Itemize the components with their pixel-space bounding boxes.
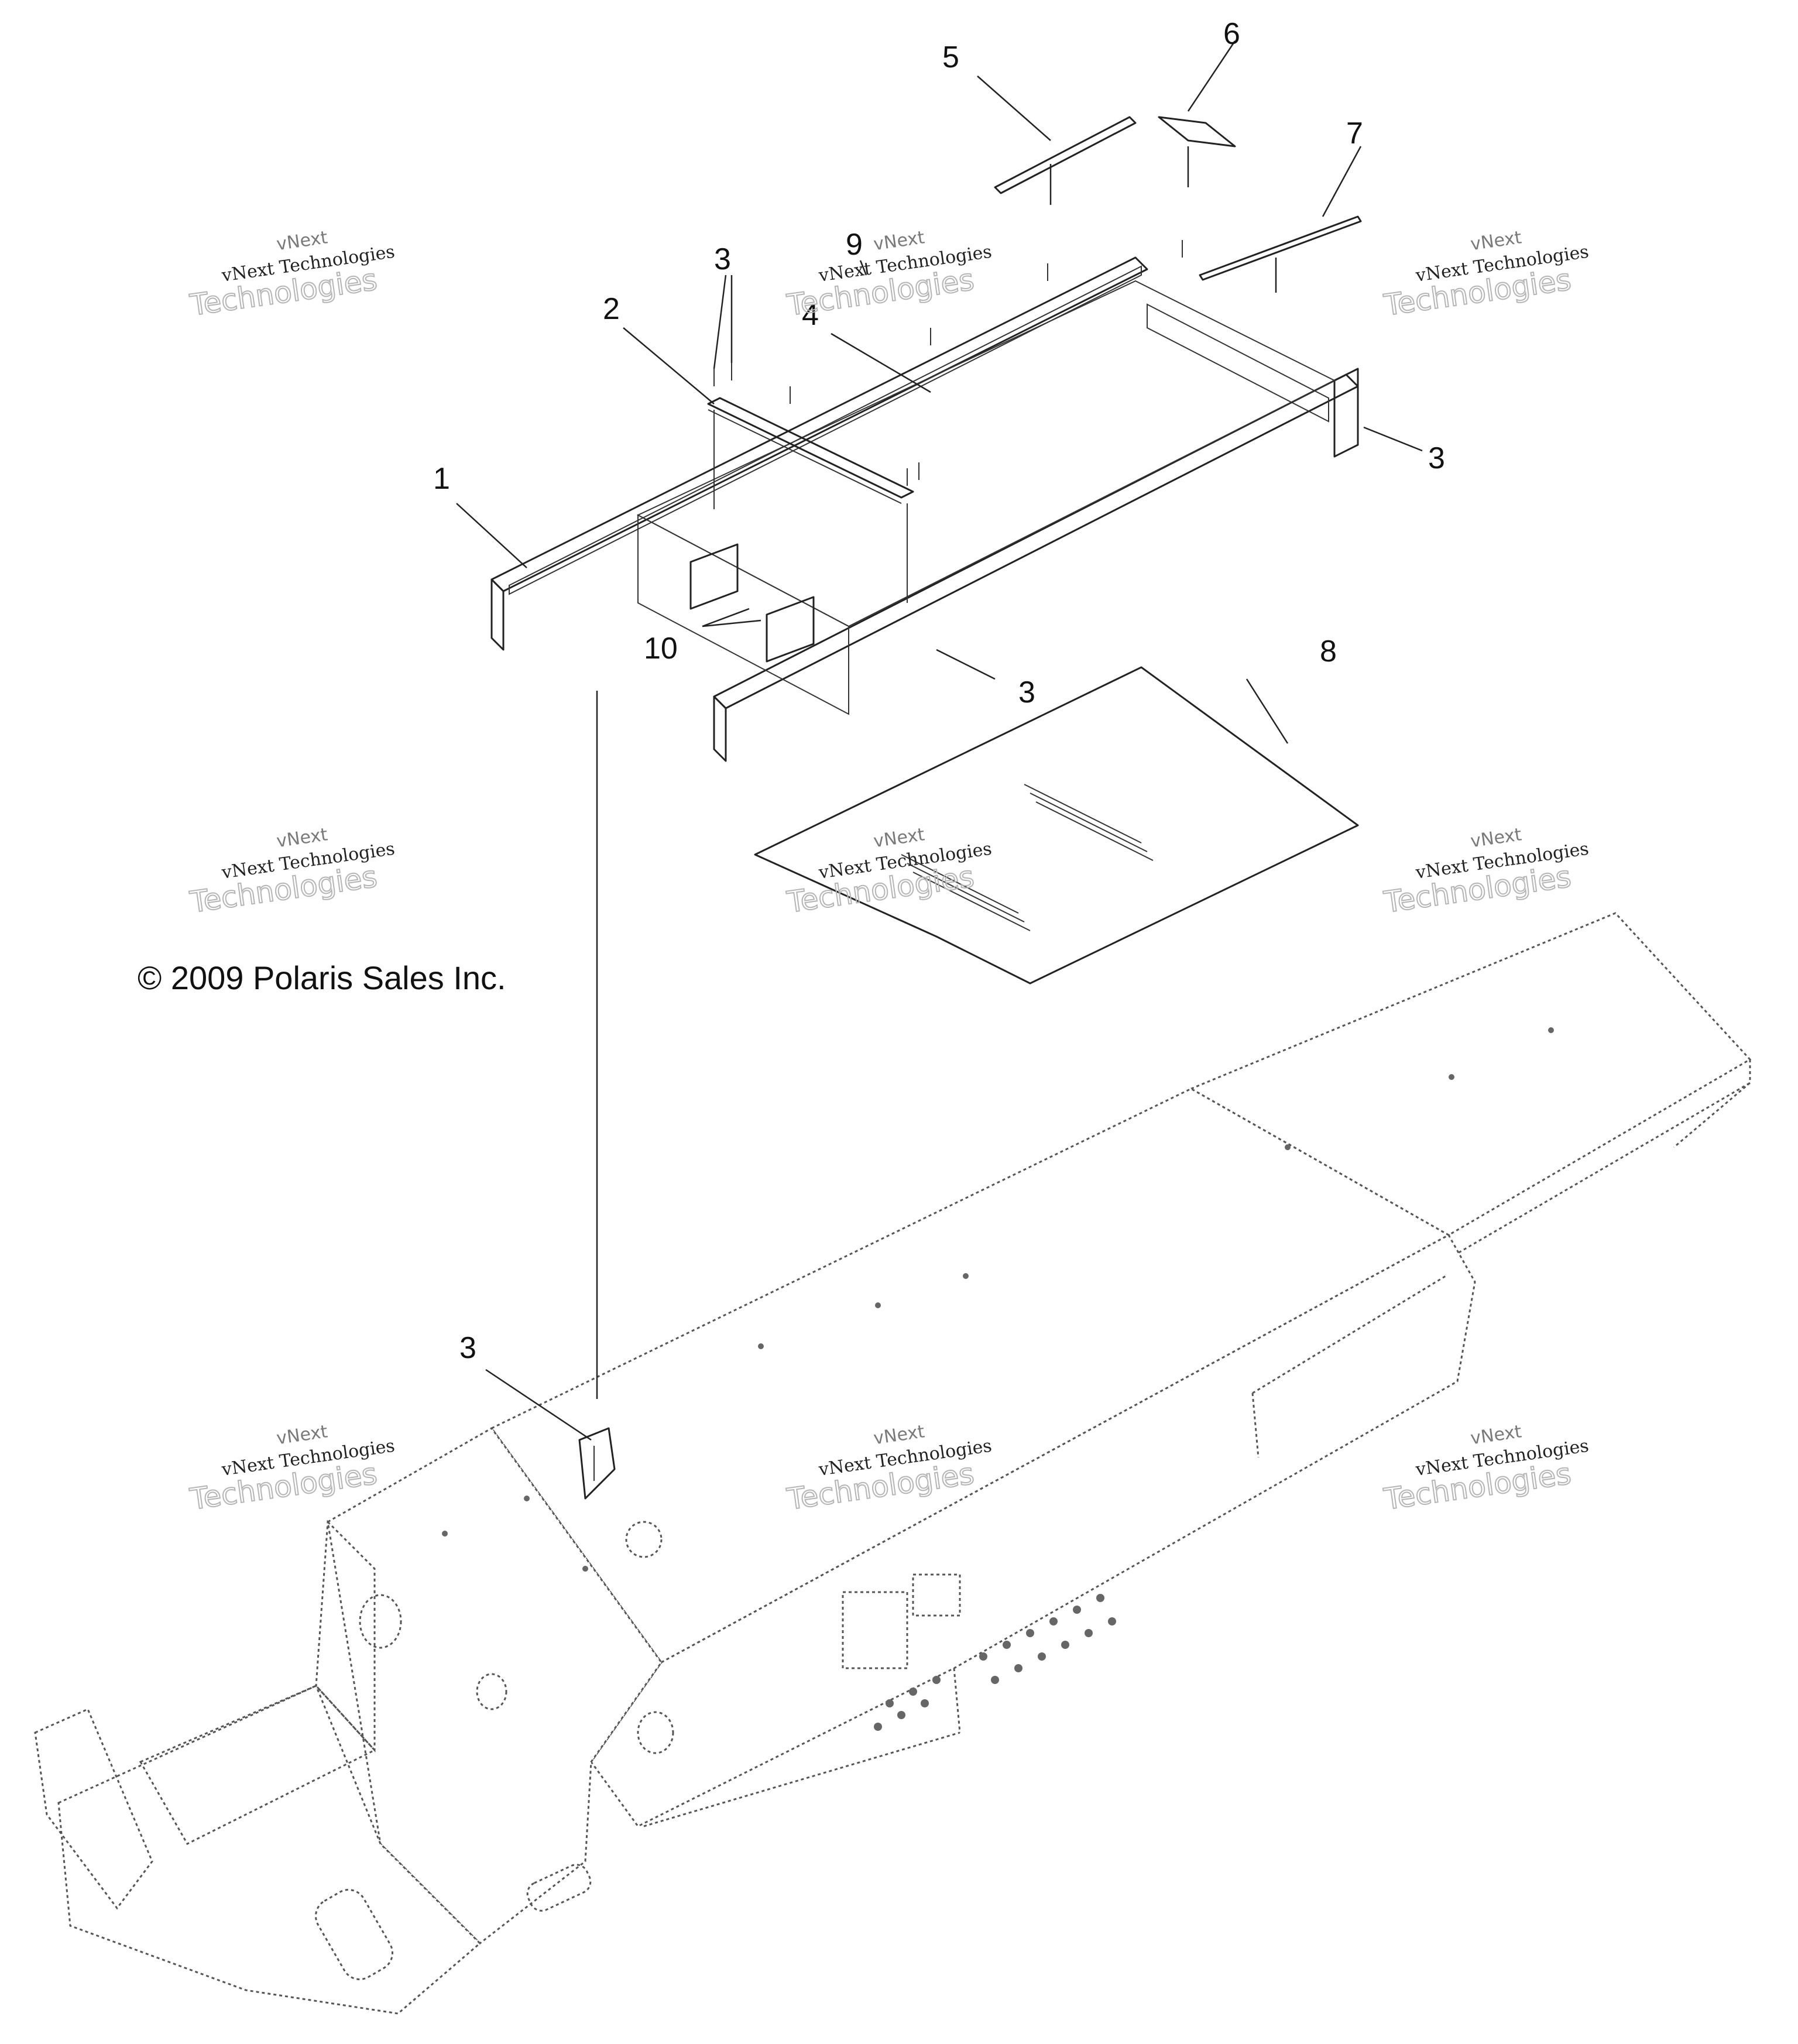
callout-3-chassis: 3 (459, 1331, 476, 1365)
svg-text:vNext: vNext (1469, 1421, 1523, 1449)
callout-3-top: 3 (714, 242, 731, 276)
svg-text:vNext: vNext (872, 227, 926, 255)
svg-text:vNext: vNext (275, 1421, 329, 1449)
callout-8: 8 (1320, 635, 1337, 668)
svg-text:vNext: vNext (1469, 227, 1523, 255)
callout-6: 6 (1223, 17, 1240, 51)
callout-labels: 1 2 3 3 3 3 4 5 6 7 8 9 10 (433, 17, 1445, 1365)
svg-text:vNext: vNext (275, 824, 329, 852)
svg-text:vNext: vNext (275, 227, 329, 255)
watermark-top-right: Technologies vNext vNext Technologies (1381, 227, 1590, 323)
callout-4: 4 (802, 298, 819, 332)
callout-10: 10 (644, 632, 678, 666)
callout-3-right: 3 (1428, 441, 1445, 475)
watermark-top-center: Technologies vNext vNext Technologies (784, 227, 993, 323)
storage-rack-assembly (490, 116, 1362, 985)
callout-7: 7 (1346, 116, 1363, 150)
leader-lines (456, 40, 1423, 1441)
svg-text:vNext: vNext (872, 824, 926, 852)
chassis-hole-pattern (442, 1027, 1554, 1731)
watermark-mid-right: Technologies vNext vNext Technologies (1381, 824, 1590, 920)
watermark-top-left: Technologies vNext vNext Technologies (187, 227, 396, 323)
callout-1: 1 (433, 462, 450, 496)
clip-marker (578, 1427, 616, 1500)
callout-3-middle: 3 (1018, 675, 1035, 709)
callout-9: 9 (846, 228, 863, 262)
callout-2: 2 (603, 292, 620, 326)
watermark-mid-left: Technologies vNext vNext Technologies (187, 824, 396, 920)
watermark-bottom-right: Technologies vNext vNext Technologies (1381, 1421, 1590, 1517)
watermark-mid-center: Technologies vNext vNext Technologies (784, 824, 993, 920)
svg-text:vNext: vNext (1469, 824, 1523, 852)
callout-5: 5 (942, 40, 959, 74)
copyright-notice: © 2009 Polaris Sales Inc. (138, 959, 506, 996)
chassis-tunnel (34, 912, 1752, 2015)
